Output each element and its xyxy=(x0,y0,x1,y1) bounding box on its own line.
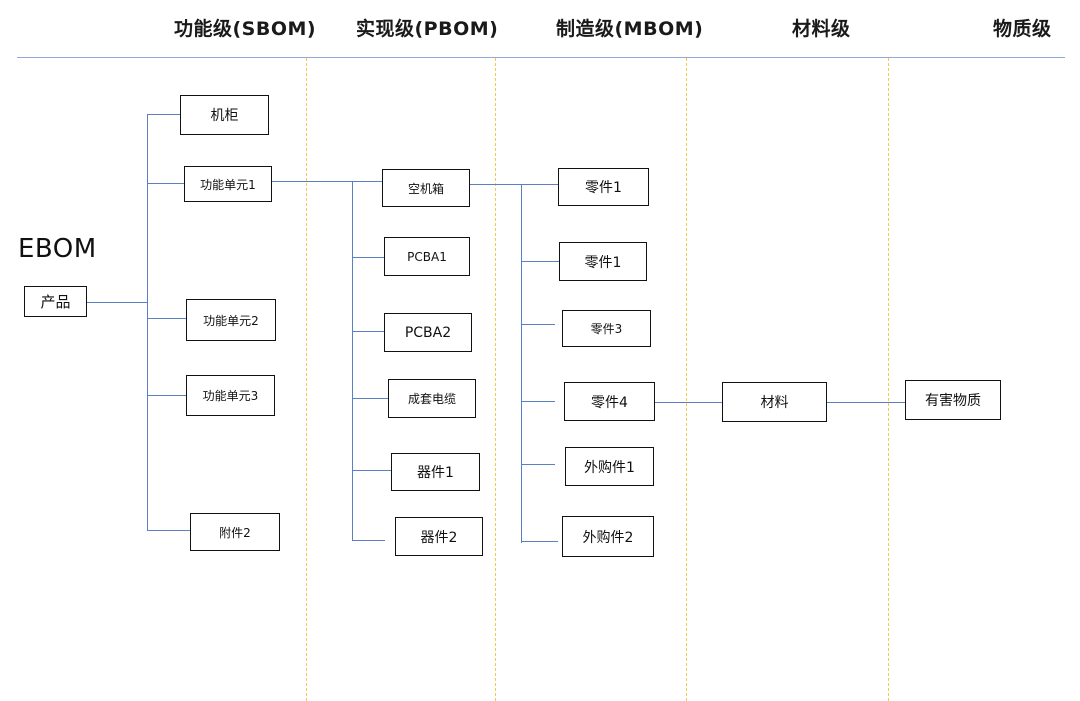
connector xyxy=(147,114,180,115)
sbom-node-function-unit-1: 功能单元1 xyxy=(184,166,272,202)
column-separator xyxy=(306,58,307,701)
ebom-label: EBOM xyxy=(18,234,97,264)
pbom-node-cable-set: 成套电缆 xyxy=(388,379,476,418)
header-pbom: 实现级(PBOM) xyxy=(356,18,499,40)
header-substance: 物质级 xyxy=(993,18,1052,40)
connector xyxy=(521,184,558,185)
header-sbom: 功能级(SBOM) xyxy=(174,18,317,40)
connector-trunk xyxy=(521,184,522,543)
header-mbom: 制造级(MBOM) xyxy=(556,18,704,40)
connector xyxy=(827,402,905,403)
pbom-node-pcba2: PCBA2 xyxy=(384,313,472,352)
mbom-node-part-1: 零件1 xyxy=(558,168,649,206)
connector xyxy=(352,540,385,541)
connector xyxy=(147,318,186,319)
connector xyxy=(87,302,147,303)
material-node: 材料 xyxy=(722,382,827,422)
mbom-node-purchased-2: 外购件2 xyxy=(562,516,654,557)
connector xyxy=(352,257,384,258)
mbom-node-part-3: 零件3 xyxy=(562,310,651,347)
connector xyxy=(521,261,559,262)
connector-trunk xyxy=(352,181,353,541)
sbom-node-cabinet: 机柜 xyxy=(180,95,269,135)
header-divider xyxy=(17,57,1065,58)
pbom-node-component-2: 器件2 xyxy=(395,517,483,556)
column-separator xyxy=(686,58,687,701)
column-separator xyxy=(495,58,496,701)
sbom-node-accessory-2: 附件2 xyxy=(190,513,280,551)
connector-trunk xyxy=(147,114,148,530)
product-node: 产品 xyxy=(24,286,87,317)
header-material: 材料级 xyxy=(792,18,851,40)
pbom-node-pcba1: PCBA1 xyxy=(384,237,470,276)
connector xyxy=(521,464,555,465)
connector xyxy=(352,470,391,471)
connector xyxy=(655,402,722,403)
connector xyxy=(147,530,190,531)
connector xyxy=(470,184,521,185)
connector xyxy=(352,331,384,332)
connector xyxy=(521,324,555,325)
hazardous-substance-node: 有害物质 xyxy=(905,380,1001,420)
connector xyxy=(521,541,558,542)
sbom-node-function-unit-3: 功能单元3 xyxy=(186,375,275,416)
connector xyxy=(272,181,352,182)
connector xyxy=(352,398,388,399)
connector xyxy=(147,183,184,184)
mbom-node-part-4: 零件4 xyxy=(564,382,655,421)
column-separator xyxy=(888,58,889,701)
mbom-node-part-1b: 零件1 xyxy=(559,242,647,281)
connector xyxy=(147,395,186,396)
mbom-node-purchased-1: 外购件1 xyxy=(565,447,654,486)
connector xyxy=(521,401,555,402)
pbom-node-component-1: 器件1 xyxy=(391,453,480,491)
sbom-node-function-unit-2: 功能单元2 xyxy=(186,299,276,341)
connector xyxy=(352,181,382,182)
pbom-node-empty-chassis: 空机箱 xyxy=(382,169,470,207)
